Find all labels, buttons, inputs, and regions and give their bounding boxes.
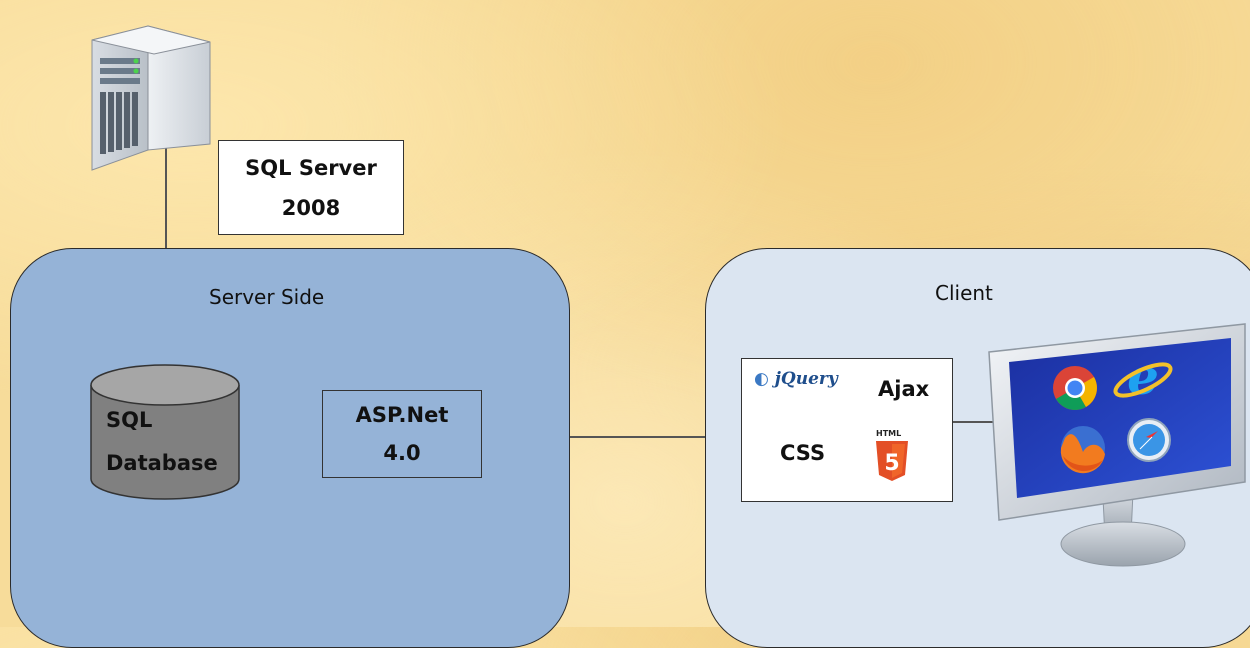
sql-server-name: SQL Server bbox=[245, 155, 377, 180]
database-label-line1: SQL bbox=[106, 408, 153, 432]
sql-server-label-box: SQL Server 2008 bbox=[218, 140, 404, 235]
aspnet-version: 4.0 bbox=[383, 441, 421, 465]
jquery-swirl-icon: ◐ bbox=[754, 369, 769, 389]
jquery-logo-icon: ◐ jQuery bbox=[754, 369, 838, 389]
aspnet-box: ASP.Net 4.0 bbox=[322, 390, 482, 478]
server-tower-icon bbox=[91, 25, 211, 171]
client-technologies-box: ◐ jQuery Ajax CSS HTML 5 bbox=[741, 358, 953, 502]
ajax-label: Ajax bbox=[878, 377, 930, 401]
ie-icon: e bbox=[1113, 347, 1173, 406]
chrome-icon bbox=[1053, 366, 1097, 410]
computer-monitor-icon: e bbox=[988, 323, 1246, 567]
database-cylinder-icon bbox=[90, 364, 240, 500]
client-title: Client bbox=[935, 281, 993, 305]
css-label: CSS bbox=[780, 441, 826, 465]
database-label-line2: Database bbox=[106, 451, 218, 475]
svg-text:5: 5 bbox=[884, 451, 899, 476]
html5-shield-icon: 5 bbox=[876, 441, 908, 481]
server-client-line bbox=[570, 436, 705, 438]
safari-icon bbox=[1127, 418, 1171, 462]
server-side-title: Server Side bbox=[209, 285, 325, 309]
jquery-label: jQuery bbox=[774, 369, 838, 389]
firefox-icon bbox=[1060, 426, 1105, 474]
html5-label: HTML bbox=[876, 429, 902, 438]
aspnet-name: ASP.Net bbox=[355, 403, 449, 427]
sql-server-version: 2008 bbox=[281, 195, 341, 220]
techbox-to-monitor-line bbox=[953, 421, 1003, 423]
